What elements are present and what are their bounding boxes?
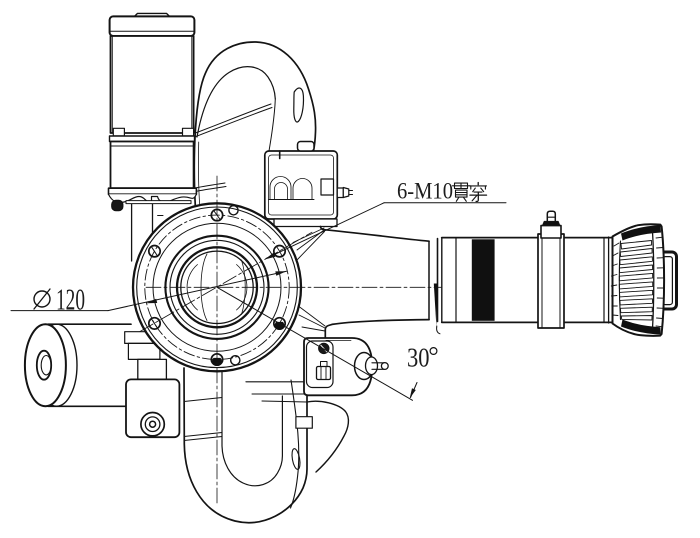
svg-text:6-M10: 6-M10: [397, 179, 453, 205]
svg-text:30: 30: [407, 343, 430, 373]
svg-text:120: 120: [56, 282, 85, 317]
